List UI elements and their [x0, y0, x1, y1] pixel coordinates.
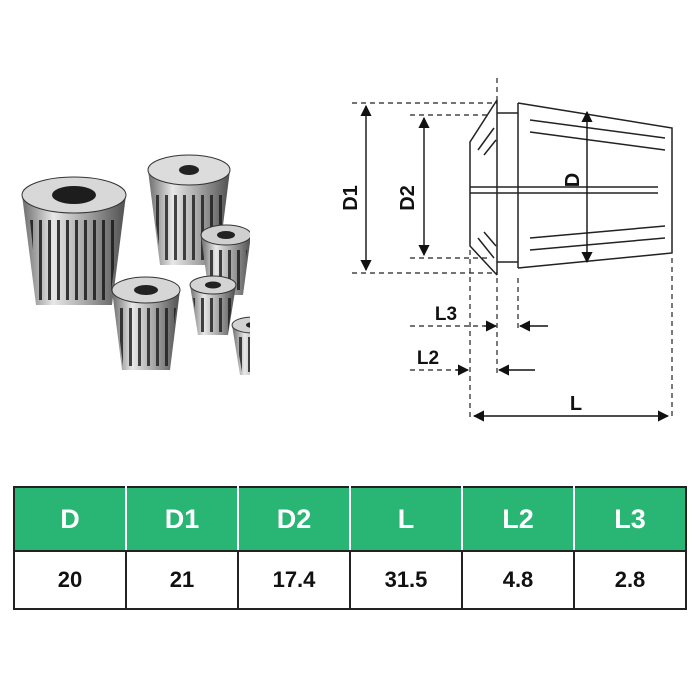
collet-set-photo — [21, 154, 250, 375]
label-l3: L3 — [435, 304, 457, 325]
label-d2: D2 — [397, 185, 419, 211]
value-d1: 21 — [125, 550, 239, 610]
header-l2: L2 — [461, 486, 575, 552]
value-l3: 2.8 — [573, 550, 687, 610]
spec-table: D D1 D2 L L2 L3 20 21 17.4 31.5 4.8 2.8 — [13, 486, 687, 610]
header-d2: D2 — [237, 486, 351, 552]
label-d1: D1 — [340, 185, 362, 211]
spec-header-row: D D1 D2 L L2 L3 — [13, 486, 687, 552]
label-l2: L2 — [417, 348, 439, 369]
collet-large — [21, 176, 127, 305]
collet-small-2 — [189, 275, 237, 335]
dimension-lines — [360, 104, 670, 422]
collet-small-3 — [231, 316, 250, 375]
header-l3: L3 — [573, 486, 687, 552]
header-l: L — [349, 486, 463, 552]
value-d: 20 — [13, 550, 127, 610]
value-d2: 17.4 — [237, 550, 351, 610]
collet-outline — [469, 99, 673, 276]
collet-medium-2 — [111, 276, 181, 370]
technical-drawing: D1 D2 D L L3 L2 — [340, 78, 673, 422]
label-l: L — [570, 393, 582, 415]
value-l: 31.5 — [349, 550, 463, 610]
value-l2: 4.8 — [461, 550, 575, 610]
header-d: D — [13, 486, 127, 552]
header-d1: D1 — [125, 486, 239, 552]
extension-lines — [352, 78, 673, 420]
label-d: D — [562, 173, 584, 187]
spec-value-row: 20 21 17.4 31.5 4.8 2.8 — [13, 550, 687, 610]
